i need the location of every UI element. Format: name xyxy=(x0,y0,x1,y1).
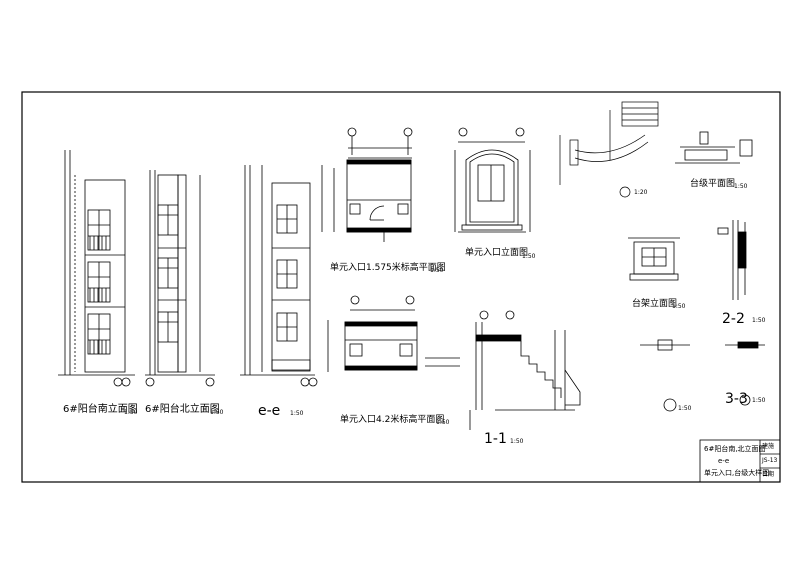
plan-1575-drawing xyxy=(321,127,413,242)
front-elevation-title: 6#阳台南立面图 xyxy=(63,404,138,415)
detail-scale-2: 1:50 xyxy=(678,405,692,412)
sheet-border xyxy=(21,91,781,483)
title-block-line2: e-e xyxy=(718,457,730,465)
entry-elevation-title: 单元入口立面图 xyxy=(465,248,529,258)
title-block-line1: 6#阳台南,北立面图 xyxy=(704,445,766,453)
plan-42-drawing xyxy=(327,295,460,372)
canopy-plan-scale: 1:50 xyxy=(734,183,748,190)
section-11-title: 1-1 xyxy=(484,431,507,447)
section-33-scale: 1:50 xyxy=(752,397,766,404)
section-22-drawing xyxy=(717,220,747,300)
north-elevation-drawing xyxy=(145,170,215,387)
stand-elevation-title: 台架立面图 xyxy=(632,299,678,309)
section-33-title: 3-3 xyxy=(725,391,748,407)
section-11-drawing xyxy=(469,310,581,430)
front-elevation-drawing xyxy=(58,150,135,387)
stand-elevation-scale: 1:50 xyxy=(672,303,686,310)
north-elevation-title: 6#阳台北立面图 xyxy=(145,404,220,415)
plan-42-scale: 1:50 xyxy=(436,419,450,426)
detail-scale-1: 1:20 xyxy=(634,189,648,196)
section-11-scale: 1:50 xyxy=(510,438,524,445)
title-block-code3: 日期 xyxy=(762,471,775,478)
plan-1575-title: 单元入口1.575米标高平面图 xyxy=(330,263,446,273)
section-22-scale: 1:50 xyxy=(752,317,766,324)
north-elevation-scale: 1:50 xyxy=(210,409,224,416)
section-e-drawing xyxy=(240,165,318,387)
section-e-title: e-e xyxy=(258,403,281,419)
entry-elevation-scale: 1:50 xyxy=(522,253,536,260)
front-elevation-scale: 1:50 xyxy=(124,409,138,416)
canopy-plan-title: 台级平面图 xyxy=(690,179,736,189)
entry-elevation-drawing xyxy=(454,127,531,233)
plan-1575-scale: 1:50 xyxy=(430,267,444,274)
detail-legend-drawing xyxy=(559,101,659,198)
title-block-code2: JS-13 xyxy=(762,457,778,464)
section-22-title: 2-2 xyxy=(722,311,745,327)
title-block-line3: 单元入口,台级大样图 xyxy=(704,469,770,477)
title-block xyxy=(699,439,781,483)
canopy-plan-drawing xyxy=(675,131,753,164)
plan-42-title: 单元入口4.2米标高平面图 xyxy=(340,415,445,425)
stand-elevation-drawing xyxy=(628,237,680,281)
section-33-drawing xyxy=(640,339,765,412)
section-e-scale: 1:50 xyxy=(290,410,304,417)
title-block-code1: 建施 xyxy=(762,443,775,450)
